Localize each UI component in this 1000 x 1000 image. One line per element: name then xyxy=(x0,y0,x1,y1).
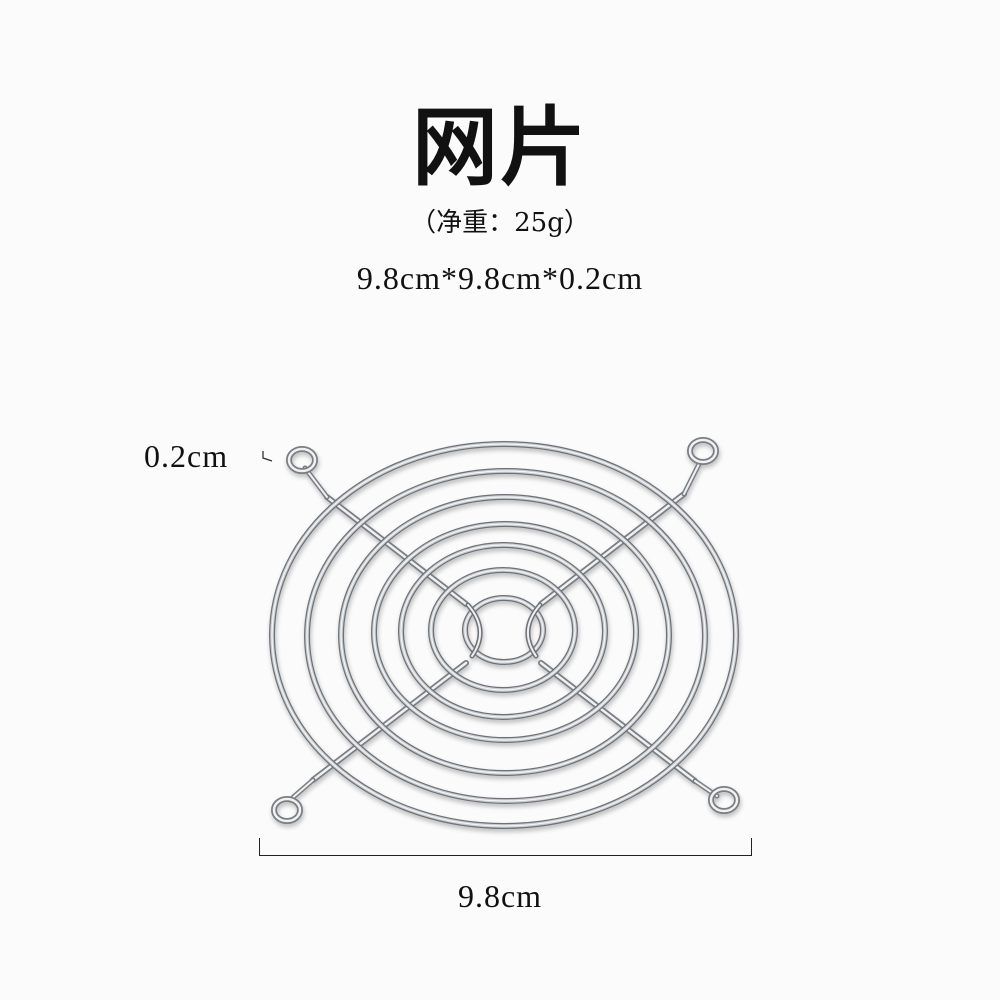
width-dimension-bracket xyxy=(259,838,752,856)
grill-struts xyxy=(310,491,698,784)
net-weight: （净重：25g） xyxy=(410,208,590,238)
thickness-label: 0.2cm xyxy=(144,438,229,474)
product-title: 网片 xyxy=(412,97,588,198)
grill-rings xyxy=(269,441,739,829)
mounting-eyelets xyxy=(271,437,740,824)
thickness-marker-icon xyxy=(262,451,273,462)
width-label: 9.8cm xyxy=(457,878,543,914)
product-dimensions: 9.8cm*9.8cm*0.2cm xyxy=(356,260,644,296)
